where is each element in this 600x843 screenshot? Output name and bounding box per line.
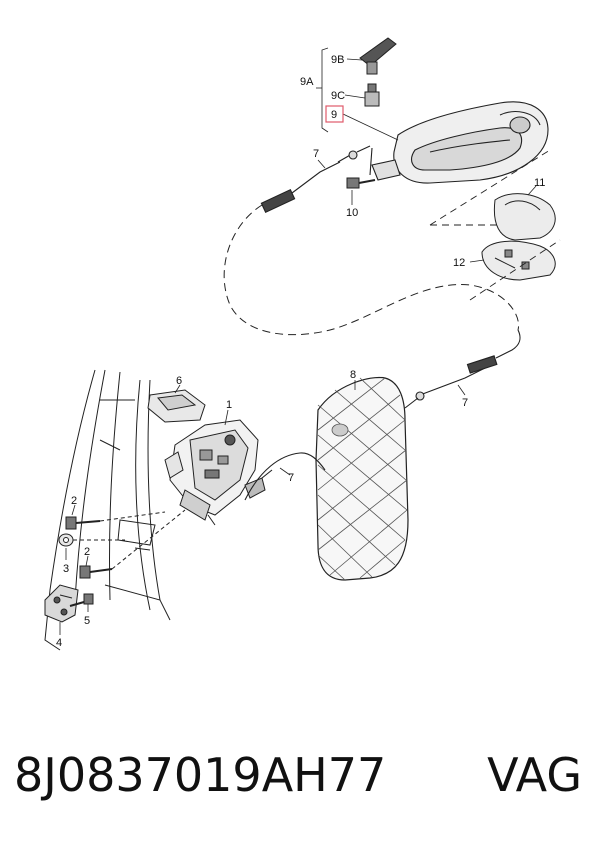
fixing-screw-lower [79, 509, 186, 579]
inner-door-panel-mesh [317, 377, 408, 581]
door-lock-unit [164, 419, 266, 526]
leader-lines [59, 47, 537, 635]
label-10: 10 [346, 207, 358, 219]
label-2-upper: 2 [71, 495, 77, 507]
label-2-lower: 2 [84, 546, 90, 558]
label-7-right: 7 [462, 397, 468, 409]
highlight-box [325, 105, 344, 123]
label-9b: 9B [331, 54, 344, 66]
label-12: 12 [453, 257, 465, 269]
bowden-cable-upper [260, 145, 371, 214]
handle-insert-9b [359, 37, 397, 75]
label-6: 6 [176, 375, 182, 387]
door-handle [369, 101, 549, 184]
label-9a: 9A [300, 76, 314, 88]
label-7-middle: 7 [288, 472, 294, 484]
door-frame [44, 369, 171, 651]
label-3: 3 [63, 563, 69, 575]
handle-cap-12 [481, 240, 556, 281]
striker-plate [44, 584, 79, 623]
caption-bar: 8J0837019AH77 VAG [0, 735, 600, 815]
label-9: 9 [331, 109, 337, 121]
washer [58, 533, 125, 547]
brand-name: VAG [487, 748, 582, 802]
label-7-upper: 7 [313, 148, 319, 160]
parts-diagram: 9B 9A 9C 9 7 10 11 12 6 1 8 7 7 2 3 2 5 … [44, 37, 561, 651]
label-8: 8 [350, 369, 356, 381]
handle-screw [346, 177, 376, 189]
handle-cap-11 [493, 193, 556, 241]
bowden-cable-loop [223, 204, 520, 336]
striker-bolt [69, 593, 94, 607]
part-number: 8J0837019AH77 [14, 748, 387, 802]
fixing-screw-upper [65, 511, 166, 530]
label-9c: 9C [331, 90, 345, 102]
label-1: 1 [226, 399, 232, 411]
bowden-cable-lower [244, 329, 521, 501]
label-11: 11 [534, 177, 545, 189]
lock-cover [147, 389, 206, 423]
label-4: 4 [56, 637, 62, 649]
group-outline [429, 149, 561, 301]
handle-insert-9c [364, 83, 380, 107]
label-5: 5 [84, 615, 90, 627]
